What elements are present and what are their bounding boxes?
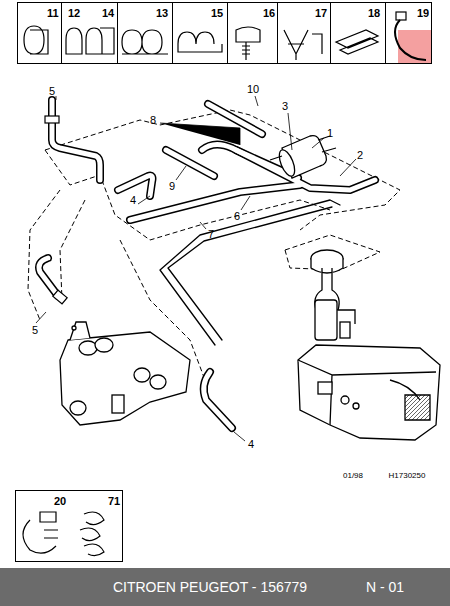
clip-cell: 16 [227, 2, 278, 64]
callout-number: 3 [282, 101, 288, 112]
part-number: 14 [102, 8, 114, 19]
clip-cell: 11 [17, 2, 62, 64]
clip-cell: 19 [385, 2, 432, 64]
callout-number: 6 [234, 211, 240, 222]
part-number: 19 [417, 8, 429, 19]
part-number: 15 [211, 8, 223, 19]
part-number: 18 [368, 8, 380, 19]
callout-number: 9 [169, 181, 175, 192]
footer-text: CITROEN PEUGEOT - 156779 [113, 580, 307, 594]
clip-cell: 18 [330, 2, 386, 64]
part-number: 17 [315, 8, 327, 19]
part-number: 11 [47, 8, 59, 19]
part-number: 16 [263, 8, 275, 19]
clip-cell: 12 14 [61, 2, 118, 64]
callout-number: 4 [130, 195, 136, 206]
part-number: 13 [156, 8, 168, 19]
callout-number: 2 [357, 150, 363, 161]
part-number: 71 [108, 496, 120, 507]
clip-cell: 15 [172, 2, 228, 64]
callout-number: 10 [247, 84, 259, 95]
callout-number: 5 [49, 86, 55, 97]
footer-text: N - 01 [366, 580, 404, 594]
drawing-reference: H1730250 [389, 472, 426, 480]
callout-number: 8 [150, 115, 156, 126]
footer-band: CITROEN PEUGEOT - 156779 N - 01 [0, 568, 450, 606]
clip-cell: 13 [117, 2, 173, 64]
clip-cell: 17 [277, 2, 331, 64]
part-number: 12 [68, 8, 80, 19]
drawing-reference: 01/98 [343, 472, 363, 480]
callout-number: 4 [248, 439, 254, 450]
clip-box: 2071 [15, 490, 123, 562]
callout-number: 7 [208, 229, 214, 240]
part-number: 20 [54, 496, 66, 507]
callout-number: 1 [327, 128, 333, 139]
callout-number: 5 [32, 325, 38, 336]
